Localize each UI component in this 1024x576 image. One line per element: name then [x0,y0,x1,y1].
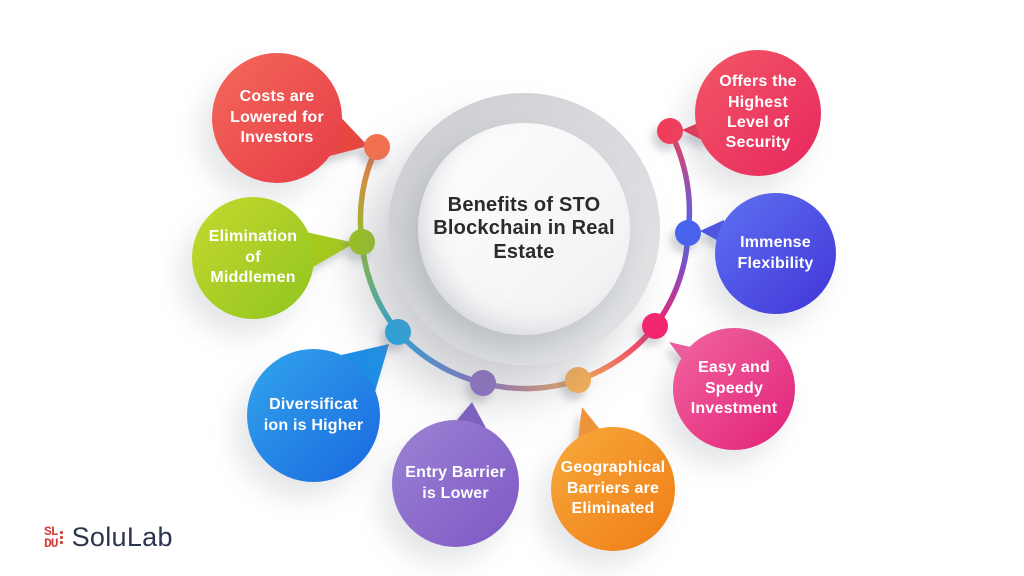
connector-dots [349,118,701,396]
arc-seg-4 [480,377,581,392]
logo-icon-row-1: SL [44,523,59,539]
benefit-bubble-elimination-middlemen: Elimination of Middlemen [192,197,314,319]
tail-diversification [337,344,389,395]
benefit-bubble-costs-lowered: Costs are Lowered for Investors [212,53,342,183]
dot-geographical [565,367,591,393]
benefit-bubble-diversification-higher: Diversificat ion is Higher [247,349,380,482]
dot-costs [364,134,390,160]
dot-security [657,118,683,144]
bubble-label: Costs are Lowered for Investors [230,88,324,147]
tail-elimination [304,232,355,272]
center-circle-ring: Benefits of STO Blockchain in Real Estat… [388,93,660,365]
dot-easy [642,313,668,339]
bubble-label: Entry Barrier is Lower [405,464,506,502]
bubble-label: Diversificat ion is Higher [263,396,364,434]
dot-diversification [385,319,411,345]
center-circle-face: Benefits of STO Blockchain in Real Estat… [418,123,630,335]
bubble-label: Offers the Highest Level of Security [719,73,797,152]
bubble-label: Immense Flexibility [737,234,814,272]
arc-seg-6 [652,230,691,329]
dot-immense [675,220,701,246]
bubble-label: Geographical Barriers are Eliminated [560,459,666,518]
benefit-bubble-highest-security: Offers the Highest Level of Security [695,50,821,176]
benefit-bubble-geographical-barriers: Geographical Barriers are Eliminated [551,427,675,551]
arc-seg-7 [667,128,693,236]
benefit-bubble-immense-flexibility: Immense Flexibility [715,193,836,314]
dot-elimination [349,229,375,255]
solulab-logo-text: SoluLab [71,522,173,552]
dot-entry [470,370,496,396]
benefit-bubble-easy-speedy-investment: Easy and Speedy Investment [673,328,795,450]
page-title: Benefits of STO Blockchain in Real Estat… [433,193,615,263]
solulab-logo: SL DU SoluLab [44,522,173,553]
bubble-label: Elimination of Middlemen [208,228,298,287]
arc-seg-1 [357,144,380,245]
bubble-label: Easy and Speedy Investment [690,359,778,418]
logo-icon-row-2: DU [44,535,59,551]
logo-icon-marks [59,531,63,544]
solulab-logo-icon: SL DU [44,523,63,551]
benefit-bubble-entry-barrier-lower: Entry Barrier is Lower [392,420,519,547]
